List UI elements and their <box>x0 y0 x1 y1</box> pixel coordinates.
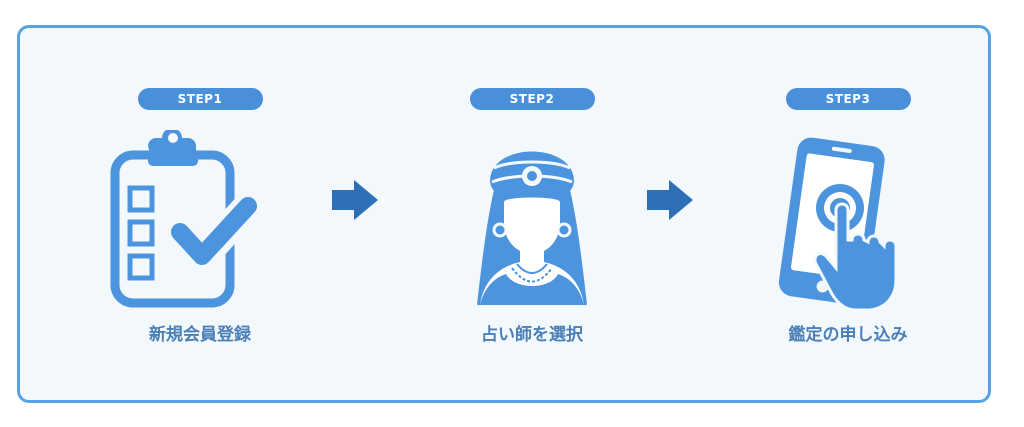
step-2: STEP2 <box>432 88 632 345</box>
clipboard-checklist-icon <box>100 130 300 310</box>
arrow-right-icon <box>645 178 695 226</box>
step-3-caption: 鑑定の申し込み <box>788 325 908 345</box>
step-1-caption: 新規会員登録 <box>149 325 251 345</box>
steps-panel: STEP1 新規会員登録 <box>17 25 991 403</box>
arrow-right-icon <box>330 178 380 226</box>
step-3: STEP3 鑑定の申し込み <box>748 88 948 345</box>
step-3-badge: STEP3 <box>785 88 911 110</box>
step-2-caption: 占い師を選択 <box>481 325 583 345</box>
step-1-badge: STEP1 <box>137 88 263 110</box>
fortune-teller-icon <box>432 130 632 310</box>
step-2-badge: STEP2 <box>469 88 595 110</box>
smartphone-tap-icon <box>748 130 948 310</box>
step-1: STEP1 新規会員登録 <box>100 88 300 345</box>
